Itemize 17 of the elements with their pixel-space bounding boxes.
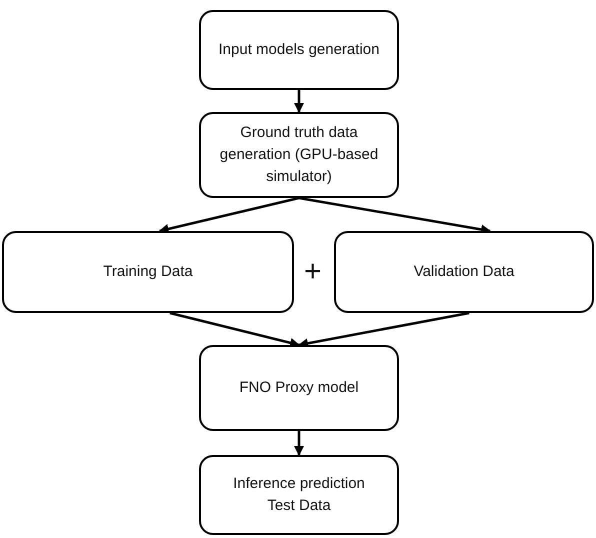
box-label: FNO Proxy model [239,378,359,398]
plus-sign: + [304,257,322,287]
process-box [2,231,294,313]
process-box [199,345,399,431]
arrow [294,90,304,113]
box-label: Validation Data [414,262,514,282]
box-label: Inference prediction Test Data [232,474,366,516]
box-label: Ground truth data generation (GPU-based simulator) [218,123,380,187]
process-box [199,112,399,198]
process-box [199,455,399,535]
arrow [158,196,300,234]
arrow [294,431,304,456]
process-box [199,10,399,90]
box-label: Training Data [103,262,193,282]
arrow [170,312,300,348]
process-box [334,231,594,313]
box-label: Input models generation [218,40,380,60]
